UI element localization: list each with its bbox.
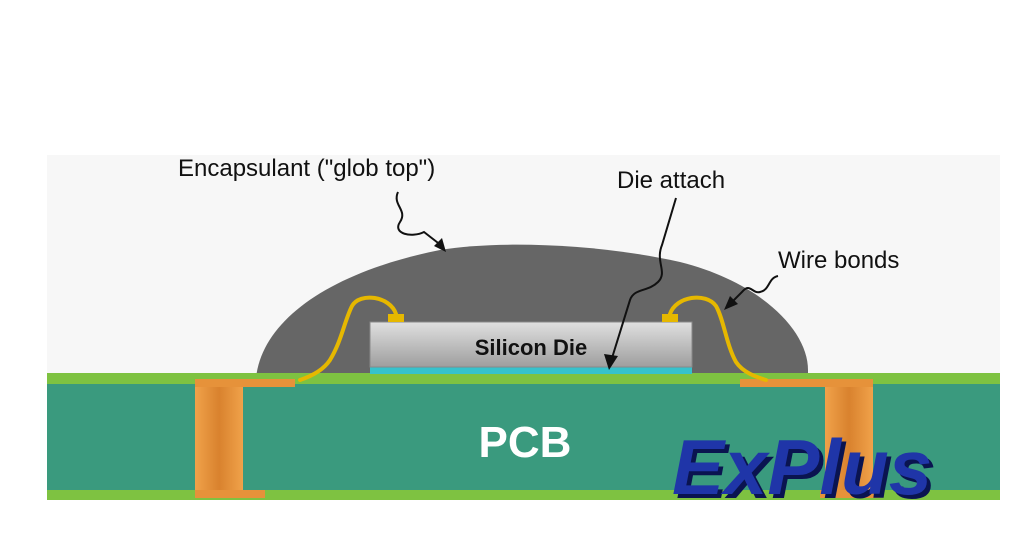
encapsulant-arrowhead (434, 238, 446, 252)
wire-bond-left (298, 295, 398, 382)
explus-logo-shadow: ExPlus (676, 427, 936, 515)
pcb-bottom-trace (47, 490, 1000, 500)
via-right (740, 379, 880, 498)
bond-pad-left (388, 314, 404, 322)
wire-bonds-leader (731, 275, 779, 303)
silicon-die (369, 321, 693, 368)
silicon-die-label: Silicon Die (475, 335, 587, 360)
encapsulant-label: Encapsulant ("glob top") (178, 155, 435, 182)
wire-bonds-label: Wire bonds (778, 247, 899, 274)
pcb-top-trace (47, 373, 1000, 384)
die-attach-leader (611, 197, 677, 359)
wire-bonds-arrowhead (724, 296, 738, 310)
die-attach-label: Die attach (617, 167, 725, 194)
die-attach-arrowhead (604, 354, 618, 370)
bond-pad-right (662, 314, 678, 322)
pcb-label: PCB (479, 418, 572, 467)
encapsulant-leader (395, 191, 443, 247)
die-attach-layer (370, 367, 692, 374)
explus-logo: ExPlus (672, 423, 932, 511)
wire-bond-right (668, 295, 768, 382)
via-left (195, 379, 295, 498)
